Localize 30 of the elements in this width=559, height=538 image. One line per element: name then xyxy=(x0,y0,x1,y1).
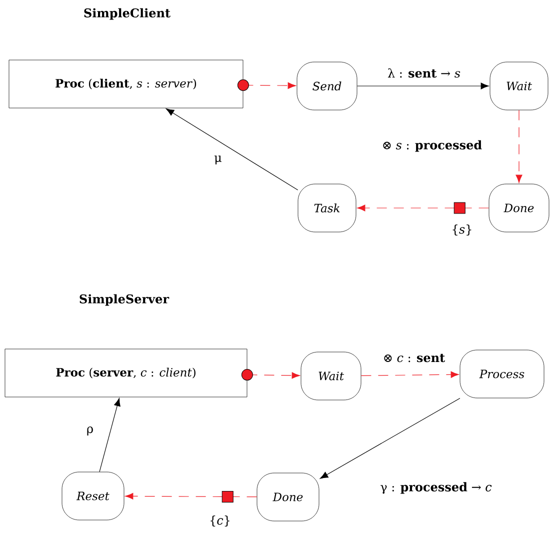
edge-label: μ xyxy=(213,154,223,166)
arrow xyxy=(99,398,120,472)
edge-label: {c} xyxy=(208,514,232,528)
state-node: Wait xyxy=(490,62,548,110)
state-node: Send xyxy=(296,62,358,110)
arrow xyxy=(356,82,489,90)
arrow xyxy=(237,79,296,91)
edge-label: {s} xyxy=(450,223,474,237)
state-node: Process xyxy=(460,350,544,398)
arrow xyxy=(166,108,298,190)
state-node: Reset xyxy=(62,472,124,520)
arrow xyxy=(516,110,522,183)
process-box: Proc (client, s : server) xyxy=(8,60,244,108)
arrow xyxy=(357,202,490,214)
edge-label: γ : processed → c xyxy=(379,481,493,495)
arrow xyxy=(360,371,459,378)
edge-label: ⊗ s : processed xyxy=(380,139,484,153)
edge-label: λ : sent → s xyxy=(386,67,462,79)
state-node: Done xyxy=(488,184,550,232)
state-node: Done xyxy=(256,472,320,522)
arrow xyxy=(241,369,300,381)
edge-label: ⊗ c : sent xyxy=(382,352,446,364)
state-node: Task xyxy=(298,184,356,232)
state-node: Wait xyxy=(300,352,362,400)
arrow xyxy=(320,398,460,479)
diagram-heading: SimpleClient xyxy=(84,8,170,20)
diagram-heading: SimpleServer xyxy=(80,294,170,306)
arrow xyxy=(125,490,258,502)
process-box: Proc (server, c : client) xyxy=(4,348,248,398)
edge-label: ρ xyxy=(85,426,95,436)
